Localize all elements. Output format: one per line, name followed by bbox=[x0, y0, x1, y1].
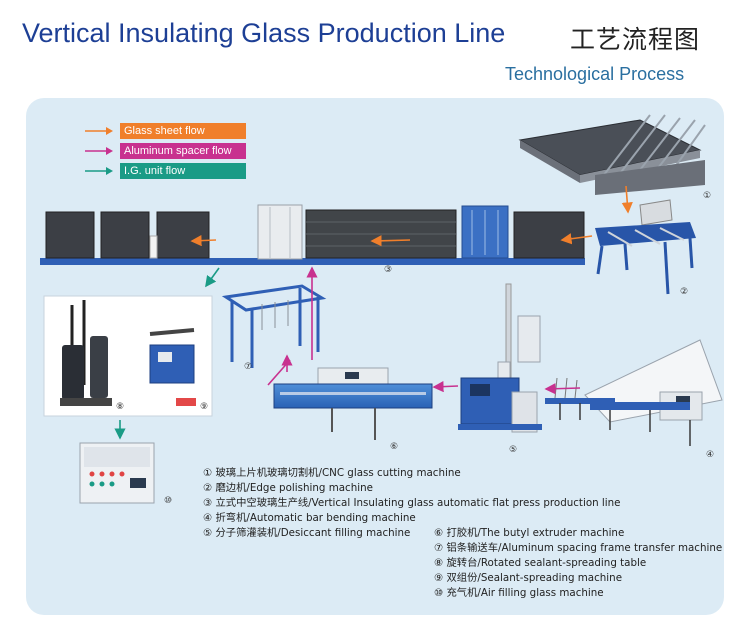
legend-aluminum-spacer-flow: Aluminum spacer flow bbox=[84, 143, 246, 159]
legend-ig-unit-flow: I.G. unit flow bbox=[84, 163, 246, 179]
machine-list-item: ⑤ 分子筛灌装机/Desiccant filling machine bbox=[203, 527, 411, 539]
teal-arrow-icon bbox=[85, 167, 113, 175]
legend-glass-sheet-flow: Glass sheet flow bbox=[84, 123, 246, 139]
air-filling-machine bbox=[79, 442, 155, 504]
machine-list-item: ④ 折弯机/Automatic bar bending machine bbox=[203, 512, 416, 524]
page-title-chinese: 工艺流程图 bbox=[570, 25, 701, 54]
legend-label: Aluminum spacer flow bbox=[120, 143, 246, 159]
marker-10: ⑩ bbox=[164, 496, 173, 506]
orange-arrow-icon bbox=[85, 127, 113, 135]
machine-list-item: ⑥ 打胶机/The butyl extruder machine bbox=[434, 527, 625, 539]
machine-list-right: ⑥ 打胶机/The butyl extruder machine ⑦ 铝条输送车… bbox=[434, 526, 722, 601]
aluminum-frame-transfer-machine bbox=[221, 284, 327, 368]
sealant-machines-photo bbox=[43, 295, 213, 417]
marker-3: ③ bbox=[384, 265, 393, 275]
machine-list-item: ① 玻璃上片机玻璃切割机/CNC glass cutting machine bbox=[203, 467, 461, 479]
machine-list-item: ⑨ 双组份/Sealant-spreading machine bbox=[434, 572, 623, 584]
marker-7: ⑦ bbox=[244, 362, 253, 372]
machine-list-item: ③ 立式中空玻璃生产线/Vertical Insulating glass au… bbox=[203, 497, 621, 509]
ig-unit-flow-arrows bbox=[114, 267, 220, 440]
bar-bending-machine bbox=[545, 339, 723, 446]
marker-6: ⑥ bbox=[390, 442, 399, 452]
desiccant-filling-machine bbox=[458, 283, 542, 433]
legend-label: I.G. unit flow bbox=[120, 163, 246, 179]
page-subtitle: Technological Process bbox=[505, 64, 685, 84]
edge-polishing-machine bbox=[595, 199, 696, 295]
marker-8: ⑧ bbox=[116, 402, 125, 412]
machine-list-item: ⑦ 铝条输送车/Aluminum spacing frame transfer … bbox=[434, 542, 723, 554]
magenta-arrow-icon bbox=[85, 147, 113, 155]
machine-list-item: ⑧ 旋转台/Rotated sealant-spreading table bbox=[434, 557, 647, 569]
page-title: Vertical Insulating Glass Production Lin… bbox=[22, 18, 506, 48]
marker-1: ① bbox=[703, 191, 712, 201]
marker-5: ⑤ bbox=[509, 445, 518, 455]
glass-sheet-flow-arrows bbox=[190, 185, 633, 247]
machine-list-item: ② 磨边机/Edge polishing machine bbox=[203, 482, 373, 494]
aluminum-spacer-flow-arrows bbox=[267, 266, 581, 395]
legend-label: Glass sheet flow bbox=[120, 123, 246, 139]
machine-list-item: ⑩ 充气机/Air filling glass machine bbox=[434, 587, 604, 599]
butyl-extruder-machine bbox=[273, 367, 433, 440]
vertical-production-line bbox=[40, 204, 585, 265]
marker-9: ⑨ bbox=[200, 402, 209, 412]
marker-4: ④ bbox=[706, 450, 715, 460]
machine-list-left: ① 玻璃上片机玻璃切割机/CNC glass cutting machine ②… bbox=[203, 466, 621, 541]
cnc-cutting-machine bbox=[518, 114, 706, 195]
marker-2: ② bbox=[680, 287, 689, 297]
